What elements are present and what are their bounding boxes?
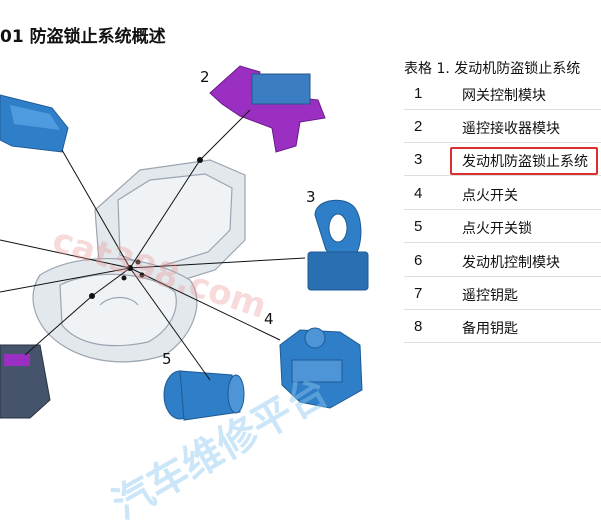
- table-row: 1 网关控制模块: [404, 80, 601, 110]
- table-row: 6 发动机控制模块: [404, 247, 601, 277]
- table-row: 2 遥控接收器模块: [404, 113, 601, 143]
- row-number: 5: [414, 218, 423, 235]
- row-number: 1: [414, 85, 423, 102]
- row-label: 遥控接收器模块: [462, 121, 560, 137]
- ignition-switch-part: [279, 327, 363, 409]
- ignition-lock-part: [163, 370, 245, 421]
- row-label: 备用钥匙: [462, 321, 518, 337]
- row-number: 2: [414, 118, 423, 135]
- row-label: 遥控钥匙: [462, 288, 518, 304]
- gateway-module-part: [0, 94, 69, 153]
- engine-outline: [32, 159, 246, 363]
- row-number: 6: [414, 252, 423, 269]
- row-label: 点火开关: [462, 188, 518, 204]
- row-number: 7: [414, 285, 423, 302]
- table-row: 4 点火开关: [404, 180, 601, 210]
- receiver-module-part: [209, 65, 326, 153]
- table-row: 5 点火开关锁: [404, 213, 601, 243]
- section-heading: 01 防盗锁止系统概述: [0, 27, 166, 47]
- row-number: 3: [414, 151, 423, 168]
- leader-lines: [0, 109, 306, 381]
- table-row: 3 发动机防盗锁止系统: [404, 146, 601, 176]
- highlight-box: [450, 147, 598, 175]
- table-row: 7 遥控钥匙: [404, 280, 601, 310]
- row-number: 8: [414, 318, 423, 335]
- immobilizer-part: [307, 199, 369, 291]
- leader-dots: [89, 157, 203, 299]
- system-component-illustration: [0, 65, 369, 421]
- table-caption: 表格 1. 发动机防盗锁止系统: [404, 61, 581, 77]
- row-number: 4: [414, 185, 423, 202]
- row-label: 网关控制模块: [462, 88, 546, 104]
- table-row: 8 备用钥匙: [404, 313, 601, 343]
- row-label: 点火开关锁: [462, 221, 532, 237]
- row-label: 发动机防盗锁止系统: [462, 154, 588, 170]
- row-label: 发动机控制模块: [462, 255, 560, 271]
- engine-control-module-part: [0, 344, 51, 419]
